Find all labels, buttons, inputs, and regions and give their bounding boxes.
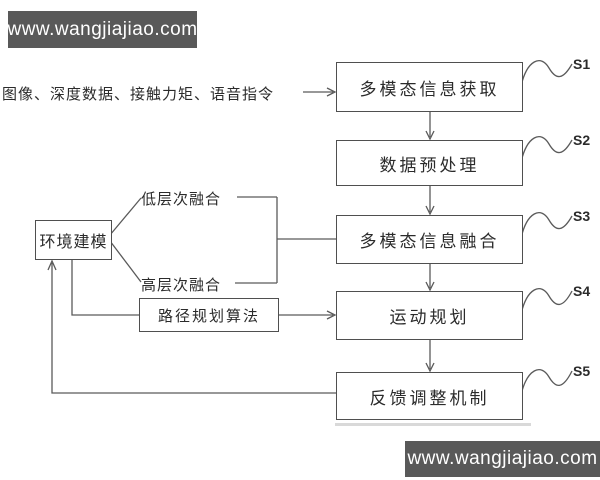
step-tag-s4: S4 <box>573 283 591 299</box>
step-box-motion-planning: 运动规划 <box>336 291 523 340</box>
arrow-step1-step2-head <box>425 130 435 141</box>
fork-line-low-fusion <box>109 197 142 236</box>
watermark-banner-bottom: www.wangjiajiao.com <box>405 441 600 477</box>
step-box-multimodal-acquisition: 多模态信息获取 <box>336 62 523 112</box>
input-sources-label: 图像、深度数据、接触力矩、语音指令 <box>2 85 275 103</box>
low-fusion-label: 低层次融合 <box>141 190 222 208</box>
wavy-leader-s5 <box>520 369 573 396</box>
env-to-pathbox-line <box>71 258 139 316</box>
input-arrow-head <box>326 87 337 97</box>
arrow-step4-step5-head <box>425 362 435 373</box>
step-box-label: 反馈调整机制 <box>369 388 490 409</box>
step-box-multimodal-fusion: 多模态信息融合 <box>336 215 523 264</box>
wavy-leader-s1 <box>520 60 573 87</box>
fork-line-high-fusion <box>109 240 142 283</box>
path-planning-box: 路径规划算法 <box>139 298 279 332</box>
step-tag-s2: S2 <box>573 132 591 148</box>
step-box-label: 数据预处理 <box>379 155 480 176</box>
wavy-leader-s2 <box>520 136 573 163</box>
env-modeling-box: 环境建模 <box>35 220 112 260</box>
step-tag-s3: S3 <box>573 208 591 224</box>
step-box-label: 多模态信息获取 <box>359 79 500 100</box>
feedback-loop-head <box>47 259 57 271</box>
feedback-loop-line <box>51 263 336 394</box>
path-planning-label: 路径规划算法 <box>157 306 260 325</box>
step-box-data-preprocessing: 数据预处理 <box>336 140 523 186</box>
env-modeling-label: 环境建模 <box>39 232 108 251</box>
wavy-leader-s4 <box>520 288 573 315</box>
watermark-top-text: www.wangjiajiao.com <box>7 18 198 40</box>
step-tag-s5: S5 <box>573 363 591 379</box>
step-tag-s1: S1 <box>573 56 591 72</box>
wavy-leader-s3 <box>520 212 573 239</box>
arrow-step2-step3-head <box>425 205 435 216</box>
watermark-banner-top: www.wangjiajiao.com <box>7 11 198 48</box>
arrow-step3-step4-head <box>425 281 435 292</box>
scan-artifact-bar <box>335 423 531 426</box>
pathbox-to-step4-head <box>326 310 337 320</box>
step-box-label: 多模态信息融合 <box>359 232 500 252</box>
step-box-feedback-adjustment: 反馈调整机制 <box>336 372 523 420</box>
step-box-label: 运动规划 <box>389 308 470 328</box>
watermark-bottom-text: www.wangjiajiao.com <box>407 448 598 469</box>
high-fusion-label: 高层次融合 <box>141 276 222 294</box>
